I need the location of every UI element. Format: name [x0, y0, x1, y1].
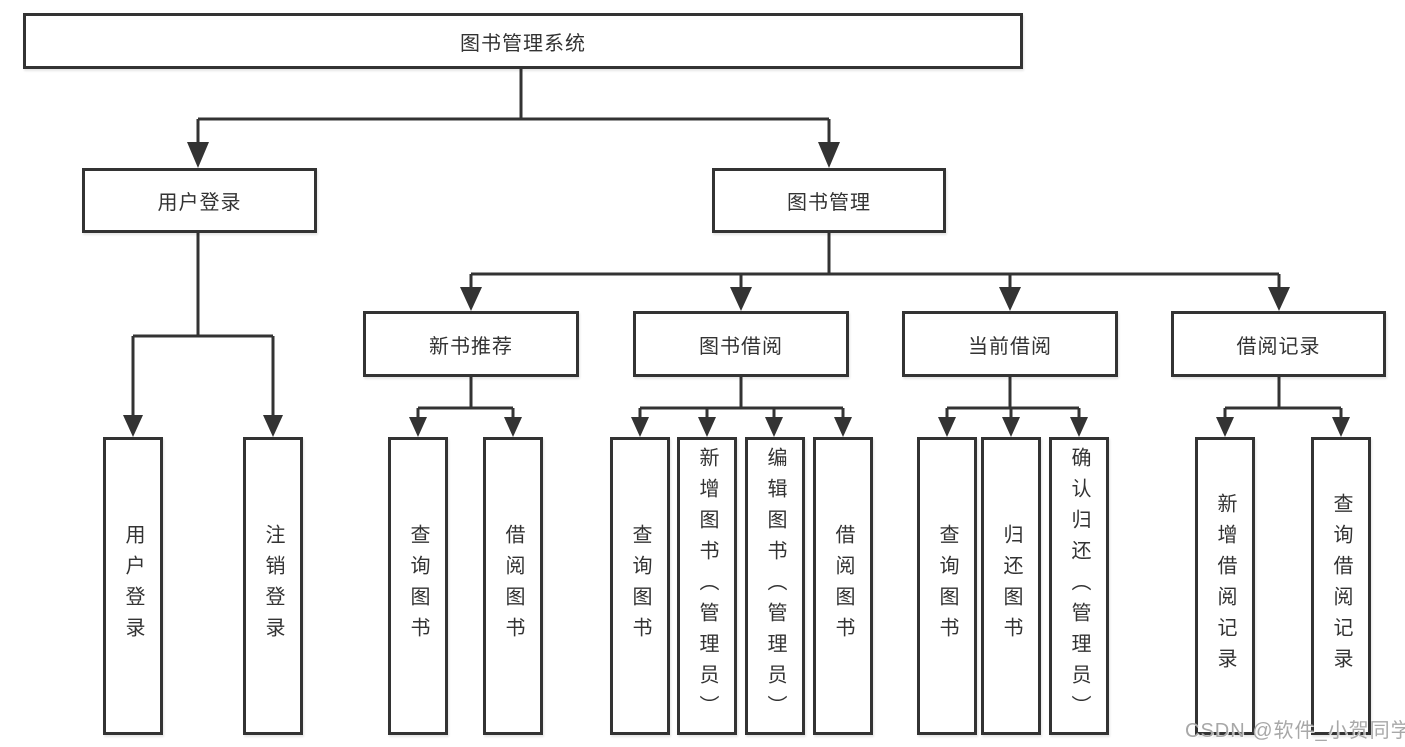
- node-current-borrow: 当前借阅: [902, 311, 1118, 377]
- leaf-query-borrow-record: 查询借阅记录: [1311, 437, 1371, 735]
- leaf-user-login: 用户登录: [103, 437, 163, 735]
- leaf-label: 确认归还（管理员）: [1068, 446, 1090, 726]
- leaf-borrow-books: 借阅图书: [813, 437, 873, 735]
- leaf-label: 注销登录: [262, 524, 284, 648]
- leaf-query-books-current: 查询图书: [917, 437, 977, 735]
- connector-user-login-to-leaves: [131, 233, 275, 420]
- connector-new-book-recommend-to-leaves: [416, 377, 515, 421]
- node-label: 当前借阅: [968, 335, 1052, 358]
- leaf-return-book: 归还图书: [981, 437, 1041, 735]
- csdn-watermark: CSDN @软件_小贺同学: [1185, 720, 1405, 742]
- node-label: 图书管理系统: [460, 32, 586, 55]
- node-label: 新书推荐: [429, 335, 513, 358]
- node-user-login: 用户登录: [82, 168, 317, 233]
- node-book-borrow: 图书借阅: [633, 311, 849, 377]
- node-book-management-system: 图书管理系统: [23, 13, 1023, 69]
- leaf-label: 查询图书: [629, 524, 651, 648]
- connector-current-borrow-to-leaves: [945, 377, 1081, 421]
- connector-borrow-records-to-leaves: [1223, 377, 1343, 421]
- node-book-management: 图书管理: [712, 168, 946, 233]
- leaf-query-books-borrow: 查询图书: [610, 437, 670, 735]
- leaf-add-borrow-record: 新增借阅记录: [1195, 437, 1255, 735]
- leaf-label: 编辑图书（管理员）: [764, 446, 786, 726]
- leaf-label: 新增借阅记录: [1214, 493, 1236, 679]
- node-label: 图书管理: [787, 192, 871, 214]
- leaf-label: 查询借阅记录: [1330, 493, 1352, 679]
- leaf-label: 查询图书: [936, 524, 958, 648]
- leaf-label: 借阅图书: [832, 524, 854, 648]
- node-new-book-recommend: 新书推荐: [363, 311, 579, 377]
- leaf-label: 查询图书: [407, 524, 429, 648]
- connector-root-to-level2: [196, 69, 831, 146]
- leaf-edit-book-admin: 编辑图书（管理员）: [745, 437, 805, 735]
- node-borrow-records: 借阅记录: [1171, 311, 1386, 377]
- node-label: 借阅记录: [1236, 335, 1321, 358]
- connector-book-borrow-to-leaves: [638, 377, 845, 421]
- leaf-confirm-return-admin: 确认归还（管理员）: [1049, 437, 1109, 735]
- connector-lines: [131, 69, 1343, 421]
- node-label: 用户登录: [157, 192, 242, 214]
- node-label: 图书借阅: [699, 335, 783, 358]
- leaf-label: 用户登录: [122, 524, 144, 648]
- leaf-borrow-books-recommend: 借阅图书: [483, 437, 543, 735]
- leaf-label: 借阅图书: [502, 524, 524, 648]
- connector-book-management-to-level3: [469, 233, 1281, 290]
- leaf-add-book-admin: 新增图书（管理员）: [677, 437, 737, 735]
- leaf-query-books-recommend: 查询图书: [388, 437, 448, 735]
- arrowheads: [123, 142, 1350, 437]
- leaf-label: 归还图书: [1000, 524, 1022, 648]
- leaf-logout: 注销登录: [243, 437, 303, 735]
- leaf-label: 新增图书（管理员）: [696, 446, 718, 726]
